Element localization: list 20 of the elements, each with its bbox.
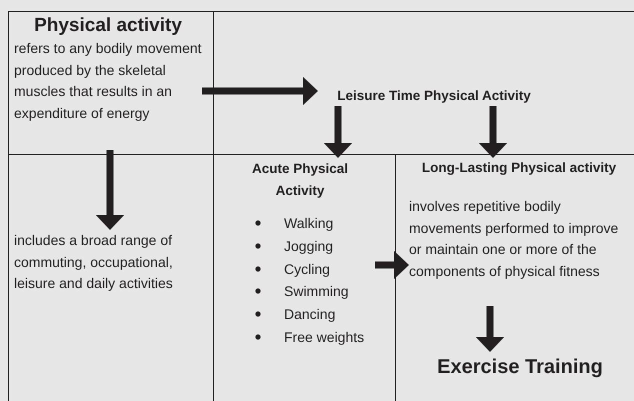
heading: Long-Lasting Physical activity xyxy=(420,159,618,177)
heading: Leisure Time Physical Activity xyxy=(336,87,532,105)
bullet-item: Cycling xyxy=(284,260,330,279)
heading: Exercise Training xyxy=(436,355,604,380)
arrow xyxy=(324,106,352,158)
description-text: includes a broad range of commuting, occupational, leisure and daily activities xyxy=(14,231,174,294)
bullet-item: Dancing xyxy=(284,305,336,324)
arrow xyxy=(375,250,409,280)
description-text: refers to any bodily movement produced by the skeletal muscles that results in an expenditure of energy xyxy=(14,39,202,124)
arrow xyxy=(478,106,508,158)
bullet-item: Walking xyxy=(284,214,334,233)
heading: Acute Physical Activity xyxy=(250,160,350,200)
arrow xyxy=(96,150,124,230)
bullet-item: Jogging xyxy=(284,236,334,256)
arrow xyxy=(476,306,504,352)
bullet-item: Swimming xyxy=(284,282,349,302)
arrow xyxy=(202,76,318,106)
bullet-item: Free weights xyxy=(284,328,364,347)
description-text: involves repetitive bodily movements performed to improve or maintain one or more of the components of physical fitness xyxy=(409,197,620,282)
heading: Physical activity xyxy=(33,14,183,38)
